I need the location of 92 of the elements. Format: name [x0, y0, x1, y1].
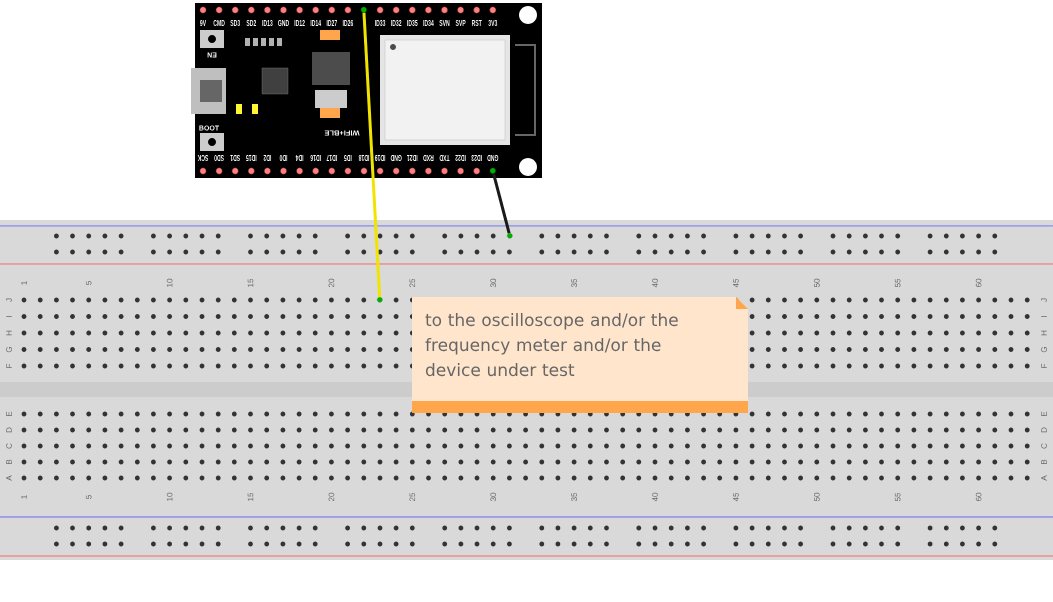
pin-label: SCK — [197, 155, 209, 161]
pin-label: CMD — [213, 20, 225, 26]
row-letter: F — [1041, 363, 1047, 368]
pin-label: ID13 — [262, 20, 273, 26]
row-letter: B — [6, 459, 12, 464]
row-letter: H — [1041, 330, 1047, 336]
pin-label: ID18 — [358, 155, 370, 161]
wire — [362, 12, 382, 298]
breadboard-drawing — [0, 220, 1053, 560]
pin-label: ID4 — [295, 155, 304, 161]
pin-label: SVP — [455, 20, 466, 26]
pin-label: ID17 — [326, 155, 337, 161]
pin-label: ID0 — [279, 155, 288, 161]
pin-label: ID33 — [375, 20, 386, 26]
column-number: 20 — [328, 278, 335, 288]
pin-label: ID27 — [326, 20, 337, 26]
pin-label: GND — [487, 155, 499, 161]
pin-label: ID23 — [471, 155, 482, 161]
pin-label: SD0 — [214, 155, 224, 161]
note-box: to the oscilloscope and/or the frequency meter and/or the device under test — [412, 297, 748, 413]
pin-hole — [360, 6, 367, 13]
row-letter: H — [6, 330, 12, 336]
column-number: 45 — [733, 278, 739, 288]
pin-label: SVN — [439, 20, 450, 26]
column-number: 35 — [571, 278, 577, 288]
column-number: 50 — [813, 278, 820, 288]
pin-label: ID26 — [342, 20, 354, 26]
column-number: 60 — [975, 492, 982, 502]
row-letter: C — [6, 443, 12, 449]
column-number: 50 — [813, 492, 820, 502]
column-number: 60 — [975, 278, 982, 288]
row-letter: B — [1041, 459, 1047, 464]
column-number: 5 — [85, 281, 92, 285]
row-letter: A — [1041, 475, 1047, 481]
pin-label: ID14 — [310, 20, 322, 26]
pin-label: SD1 — [230, 155, 241, 161]
row-letter: C — [1041, 443, 1047, 449]
column-number: 45 — [733, 492, 739, 502]
column-number: 1 — [21, 495, 27, 499]
row-letter: E — [6, 411, 12, 416]
pin-label: ID22 — [455, 155, 466, 161]
row-letter: E — [1041, 411, 1047, 416]
pin-label: TXD — [439, 155, 450, 161]
row-letter: A — [6, 475, 12, 481]
pin-label: ID19 — [374, 155, 386, 161]
pin-label: 9V — [200, 20, 207, 26]
column-number: 10 — [166, 278, 173, 287]
column-number: 55 — [894, 492, 901, 502]
row-letter: J — [6, 298, 12, 302]
column-number: 30 — [490, 278, 497, 288]
row-letter: I — [6, 316, 12, 317]
pin-label: ID5 — [344, 155, 352, 161]
pin-label: SD2 — [246, 20, 257, 26]
pin-label: GND — [390, 155, 402, 161]
pin-label: ID16 — [310, 155, 321, 161]
column-number: 20 — [328, 492, 335, 502]
row-letter: J — [1041, 298, 1047, 302]
pin-label: RST — [471, 20, 482, 26]
pin-label: ID32 — [391, 20, 402, 26]
pin-label: ID35 — [407, 20, 418, 26]
row-letter: G — [1041, 347, 1047, 353]
wire — [492, 173, 511, 234]
column-number: 1 — [21, 281, 27, 285]
pin-label: GND — [278, 20, 289, 26]
column-number: 30 — [490, 492, 497, 502]
row-letter: I — [1041, 316, 1047, 317]
row-letter: G — [6, 347, 12, 353]
board-drawing — [191, 3, 542, 178]
pin-hole — [507, 233, 513, 239]
column-number: 25 — [409, 492, 416, 502]
column-number: 10 — [166, 492, 173, 501]
column-number: 15 — [247, 278, 254, 287]
pin-hole — [489, 167, 496, 174]
pin-label: ID21 — [407, 155, 418, 161]
pin-label: SD3 — [230, 20, 240, 26]
pin-label: 3V3 — [488, 20, 498, 26]
column-number: 35 — [571, 492, 577, 502]
column-number: 15 — [247, 492, 254, 501]
row-letter: F — [6, 363, 12, 368]
pin-label: ID34 — [423, 20, 434, 26]
column-number: 25 — [409, 278, 416, 288]
pin-label: ID2 — [263, 155, 272, 161]
column-number: 55 — [894, 278, 901, 288]
column-number: 40 — [652, 492, 658, 502]
column-number: 40 — [652, 278, 658, 288]
row-letter: D — [1041, 427, 1047, 433]
row-letter: D — [6, 427, 12, 433]
column-number: 5 — [85, 495, 92, 499]
pin-hole — [377, 297, 383, 303]
pin-label: ID15 — [246, 155, 257, 161]
pin-label: ID12 — [294, 20, 305, 26]
pin-label: RXD — [423, 155, 434, 161]
